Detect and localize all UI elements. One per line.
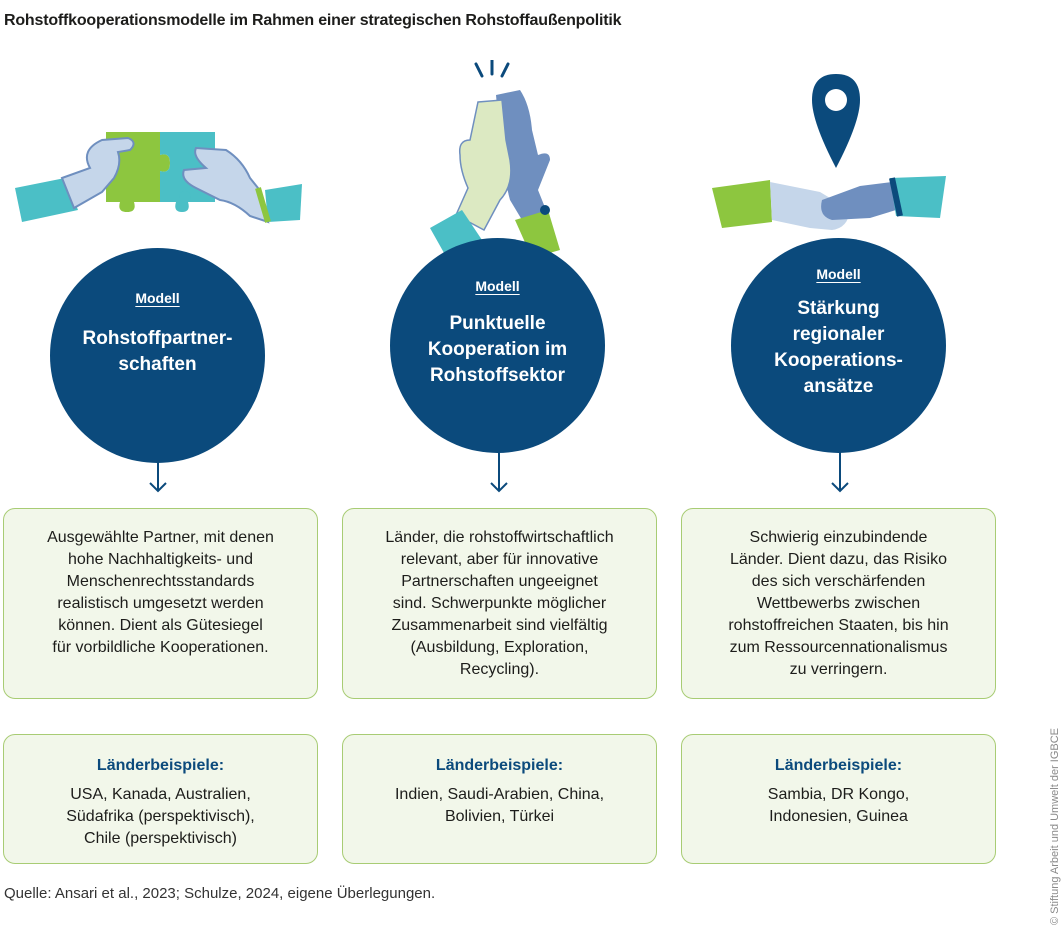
source-note: Quelle: Ansari et al., 2023; Schulze, 20… [4, 885, 436, 902]
copyright-note: © Stiftung Arbeit und Umwelt der IGBCE [1049, 727, 1061, 925]
examples-title: Länderbeispiele: [435, 757, 564, 774]
examples-box-1: Länderbeispiele: USA, Kanada, Australien… [3, 734, 318, 864]
model-circle-1: Modell Rohstoffpartner- schaften [50, 248, 265, 463]
model-name: Rohstoffpartner- schaften [82, 328, 233, 375]
puzzle-hands-icon [15, 132, 302, 224]
model-circle-2: Modell Punktuelle Kooperation im Rohstof… [390, 238, 605, 453]
examples-box-2: Länderbeispiele: Indien, Saudi-Arabien, … [342, 734, 657, 864]
examples-box-3: Länderbeispiele: Sambia, DR Kongo, Indon… [681, 734, 996, 864]
model-name: Punktuelle Kooperation im Rohstoffsektor [427, 313, 568, 386]
handshake-location-pin-icon [712, 74, 946, 230]
arrow-down-icon [490, 449, 508, 493]
arrow-down-icon [831, 449, 849, 493]
model-name: Stärkung regionaler Kooperations- ansätz… [774, 298, 903, 397]
page-title: Rohstoffkooperationsmodelle im Rahmen ei… [4, 12, 622, 29]
model-label: Modell [816, 266, 861, 282]
description-box-2: Länder, die rohstoffwirtschaftlich relev… [342, 508, 657, 699]
model-circle-3: Modell Stärkung regionaler Kooperations-… [731, 238, 946, 453]
model-label: Modell [475, 278, 520, 294]
high-five-hands-icon [430, 60, 560, 260]
examples-title: Länderbeispiele: [774, 757, 903, 774]
examples-title: Länderbeispiele: [96, 757, 225, 774]
arrow-down-icon [149, 449, 167, 493]
model-label: Modell [135, 290, 180, 306]
description-box-3: Schwierig einzubindende Länder. Dient da… [681, 508, 996, 699]
description-box-1: Ausgewählte Partner, mit denen hohe Nach… [3, 508, 318, 699]
